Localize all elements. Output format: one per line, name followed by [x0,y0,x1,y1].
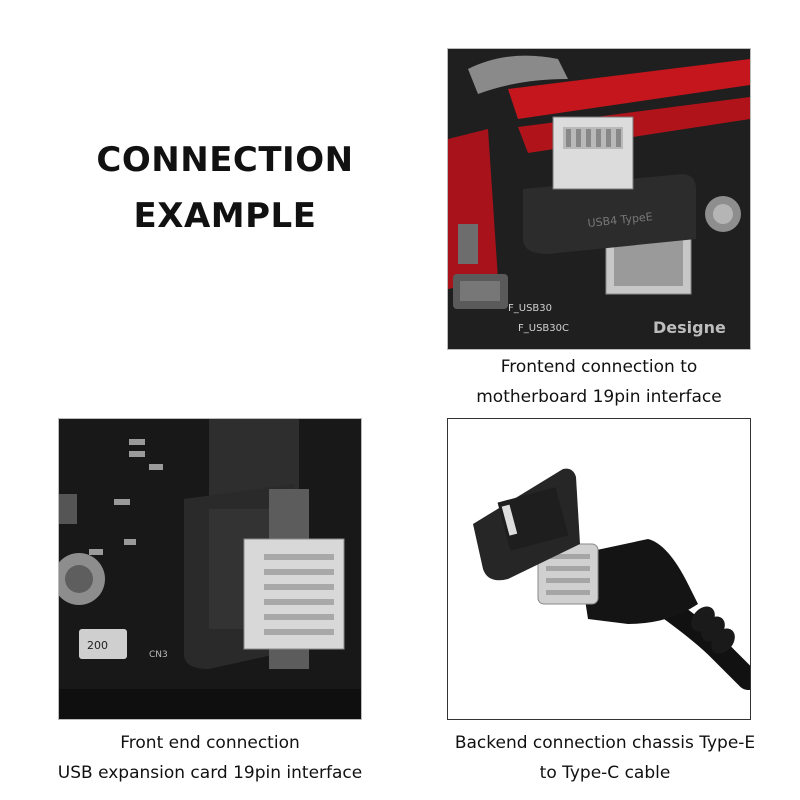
heading: CONNECTION EXAMPLE [40,132,410,244]
board-brand-label: Designe [653,318,726,337]
photo-type-c-cable [447,418,751,720]
caption-expansion-card-line-1: Front end connection [120,733,300,753]
cable-illustration [448,419,750,719]
board-label-usb30: F_USB30 [508,303,552,314]
caption-cable-line-2: to Type-C cable [539,763,671,783]
expansion-card-illustration: 200 CN3 [59,419,361,719]
photo-expansion-card-connection: 200 CN3 [58,418,362,720]
caption-cable-line-1: Backend connection chassis Type-E [454,733,756,753]
caption-motherboard-line-2: motherboard 19pin interface [476,387,722,407]
board-label-usb30c: F_USB30C [518,323,569,334]
heading-line-1: CONNECTION [96,140,354,180]
photo-motherboard-connection: F_USB30 F_USB30C Designe USB4 TypeE [447,48,751,350]
caption-motherboard: Frontend connection to motherboard 19pin… [447,352,751,412]
cn-label: CN3 [149,650,168,660]
caption-expansion-card: Front end connection USB expansion card … [20,728,400,788]
fuse-label: 200 [87,639,108,652]
caption-expansion-card-line-2: USB expansion card 19pin interface [57,763,363,783]
heading-line-2: EXAMPLE [133,196,317,236]
caption-motherboard-line-1: Frontend connection to [500,357,698,377]
motherboard-illustration: F_USB30 F_USB30C Designe USB4 TypeE [448,49,750,349]
caption-cable: Backend connection chassis Type-E to Typ… [420,728,790,788]
